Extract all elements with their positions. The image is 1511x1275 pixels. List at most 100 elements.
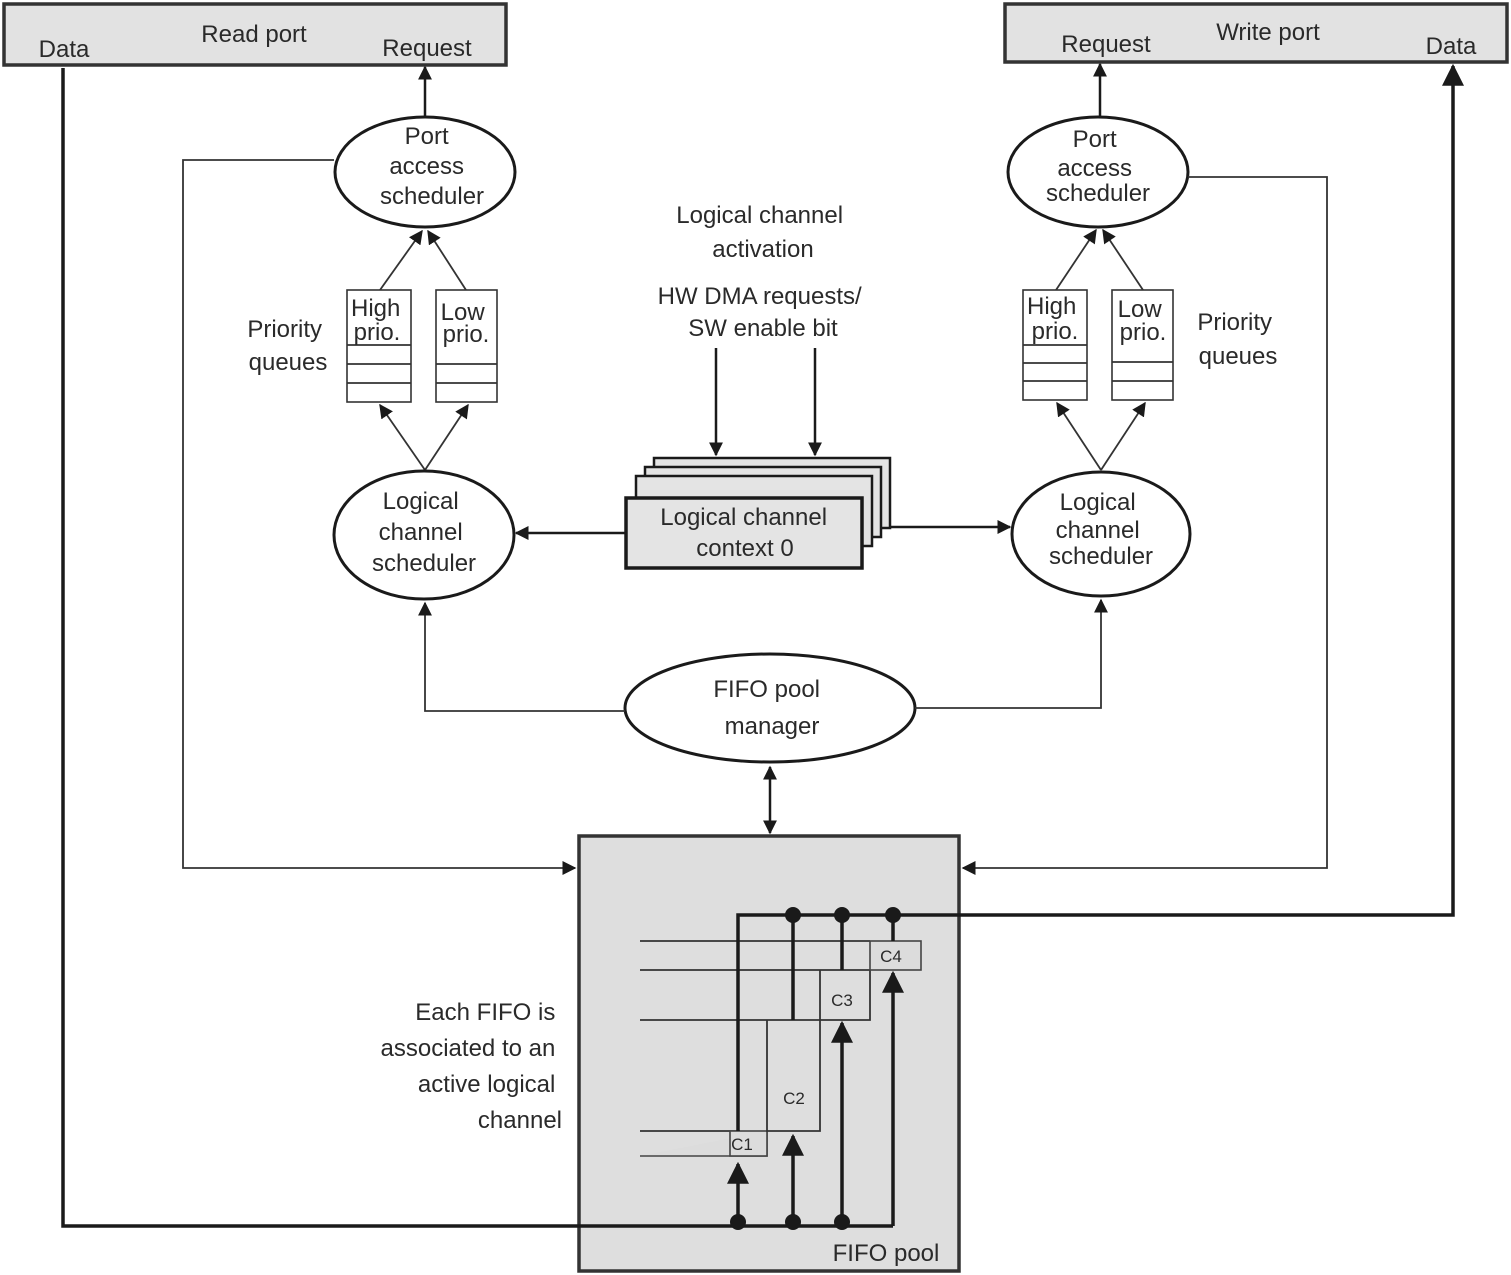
svg-text:High prio.: High prio. (1027, 293, 1083, 345)
right-low-priority-queue: Low prio. (1111, 289, 1174, 401)
left-low-queue-line1: Low (441, 299, 486, 326)
left-low-queue-up-arrow (427, 229, 467, 291)
read-port-box: Read port Data Request (2, 2, 508, 67)
left-scheduler-to-low-arrow (424, 403, 469, 471)
fifo-c4-label: C4 (880, 947, 902, 966)
fifo-note-line2: associated to an (381, 1035, 556, 1062)
right-low-queue-up-arrow (1102, 228, 1144, 291)
left-port-scheduler-line3: scheduler (380, 183, 484, 210)
bus-junction-c2 (785, 1214, 801, 1230)
write-junction-c2 (785, 907, 801, 923)
write-port-request-label: Request (1061, 31, 1151, 58)
right-high-queue-line2: prio. (1032, 318, 1079, 345)
svg-text:Low prio.: Low prio. (1118, 296, 1169, 346)
read-port-title: Read port (201, 21, 307, 48)
fifo-c3-label: C3 (831, 991, 853, 1010)
left-high-queue-line2: prio. (354, 319, 401, 346)
write-junction-c4 (885, 907, 901, 923)
left-priority-label-line1: Priority (247, 316, 322, 343)
svg-text:Logical channel schedu: Logical channel scheduler (1049, 489, 1153, 570)
right-port-scheduler-line1: Port (1073, 126, 1117, 153)
svg-text:Priority queues: Priority queues (247, 316, 328, 376)
svg-text:Priority queues: Priority queues (1197, 309, 1278, 370)
right-low-queue-line2: prio. (1120, 319, 1167, 346)
right-port-scheduler-line2: access (1057, 155, 1132, 182)
right-channel-scheduler-line1: Logical (1060, 489, 1136, 516)
left-high-queue-line1: High (351, 295, 400, 322)
logical-channel-context-0 (624, 496, 864, 570)
right-port-access-scheduler (1006, 115, 1190, 229)
pool-manager-to-left-scheduler-arrow (418, 601, 625, 712)
left-logical-channel-scheduler (332, 469, 516, 601)
right-high-queue-line1: High (1027, 293, 1076, 320)
write-data-bus (736, 63, 1464, 1131)
svg-text:Low prio.: Low prio. (441, 299, 492, 348)
left-channel-scheduler-line3: scheduler (372, 550, 476, 577)
left-channel-scheduler-line2: channel (379, 519, 463, 546)
left-high-priority-queue: High prio. (346, 289, 412, 403)
fifo-note-line3: active logical (418, 1071, 555, 1098)
write-port-title: Write port (1216, 19, 1320, 46)
activation-title-line1: Logical channel (676, 202, 843, 229)
left-port-scheduler-line1: Port (405, 123, 449, 150)
right-high-priority-queue: High prio. (1022, 289, 1088, 401)
right-priority-label-line2: queues (1199, 343, 1278, 370)
fifo-note-line1: Each FIFO is (415, 999, 555, 1026)
svg-text:FIFO pool manager: FIFO pool manager (713, 676, 826, 740)
fifo-c1: C1 (640, 1130, 768, 1157)
bus-junction-c3 (834, 1214, 850, 1230)
right-port-scheduler-to-pool-arrow (961, 176, 1328, 875)
left-high-queue-up-arrow (379, 229, 423, 291)
pool-manager-to-right-scheduler-arrow (915, 598, 1108, 709)
fifo-c2-label: C2 (783, 1089, 805, 1108)
fifo-c2: C2 (640, 1019, 821, 1132)
left-priority-label-line2: queues (249, 349, 328, 376)
fifo-c4: C4 (640, 940, 922, 971)
svg-text:Logical channel context: Logical channel context 0 (660, 504, 833, 562)
fifo-note-line4: channel (478, 1107, 562, 1134)
left-low-queue-line2: prio. (443, 321, 490, 348)
right-low-queue-line1: Low (1118, 296, 1163, 323)
left-channel-scheduler-line1: Logical (383, 488, 459, 515)
right-port-scheduler-line3: scheduler (1046, 180, 1150, 207)
right-logical-channel-scheduler (1010, 470, 1192, 598)
write-junction-c3 (834, 907, 850, 923)
right-scheduler-to-low-arrow (1100, 401, 1146, 471)
right-high-queue-up-arrow (1055, 228, 1097, 291)
write-port-data-label: Data (1426, 33, 1477, 60)
svg-text:Each FIFO is associated to: Each FIFO is associated to an active log… (381, 999, 562, 1134)
read-port-request-label: Request (382, 35, 472, 62)
fifo-pool-box: FIFO pool (577, 834, 961, 1273)
svg-text:Logical channel activation: Logical channel activation (676, 202, 849, 263)
logical-channel-context-stack: Logical channel context 0 (624, 456, 892, 570)
read-data-bus (61, 68, 893, 1228)
left-port-scheduler-line2: access (389, 153, 464, 180)
svg-text:HW DMA requests/ SW enable: HW DMA requests/ SW enable bit (658, 283, 869, 342)
left-scheduler-to-high-arrow (379, 403, 426, 471)
pool-manager-line1: FIFO pool (713, 676, 820, 703)
left-low-priority-queue: Low prio. (435, 289, 498, 403)
right-channel-scheduler-line3: scheduler (1049, 543, 1153, 570)
activation-sources-line2: SW enable bit (688, 315, 838, 342)
right-scheduler-to-high-arrow (1056, 401, 1102, 471)
write-port-box: Write port Request Data (1003, 2, 1509, 64)
fifo-pool-manager (623, 652, 917, 764)
svg-text:High prio.: High prio. (351, 295, 407, 346)
context-line2: context 0 (696, 535, 793, 562)
svg-text:Port access scheduler: Port access scheduler (380, 123, 484, 210)
left-port-scheduler-to-pool-arrow (182, 159, 577, 875)
bus-junction-c1 (730, 1214, 746, 1230)
activation-sources-line1: HW DMA requests/ (658, 283, 862, 310)
pool-manager-line2: manager (725, 713, 820, 740)
left-port-access-scheduler (333, 115, 517, 229)
fifo-c1-label: C1 (731, 1135, 753, 1154)
fifo-pool-label: FIFO pool (833, 1240, 940, 1267)
right-priority-label-line1: Priority (1197, 309, 1272, 336)
svg-text:Logical channel schedu: Logical channel scheduler (372, 488, 476, 577)
right-channel-scheduler-line2: channel (1056, 517, 1140, 544)
activation-title-line2: activation (712, 236, 813, 263)
svg-text:Port access scheduler: Port access scheduler (1046, 126, 1150, 207)
context-line1: Logical channel (660, 504, 827, 531)
read-port-data-label: Data (39, 36, 90, 63)
